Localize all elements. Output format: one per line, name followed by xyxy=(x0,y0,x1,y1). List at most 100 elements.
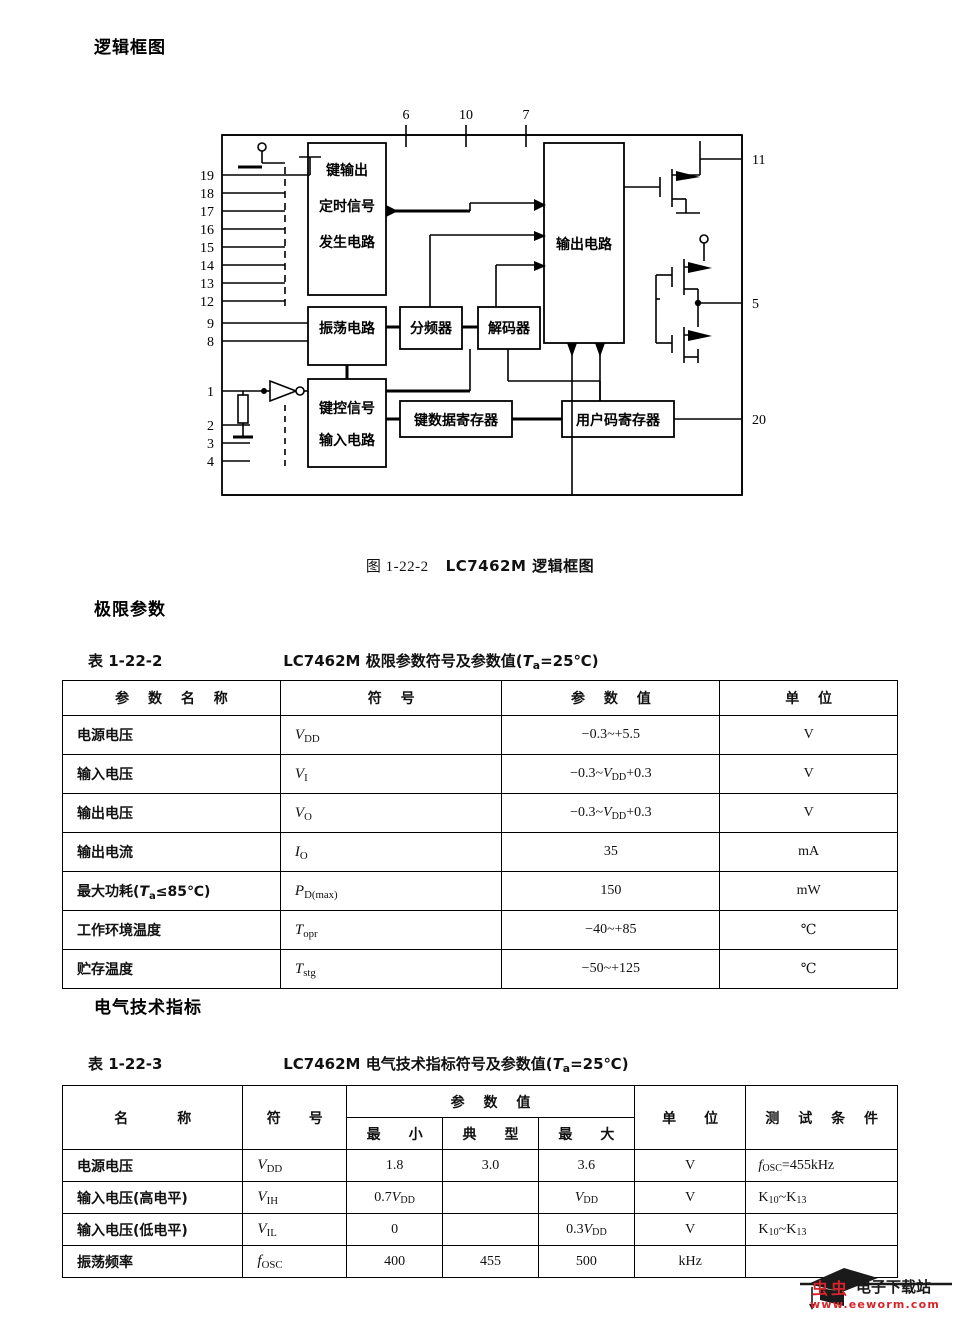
table-row: 电源电压 VDD 1.8 3.0 3.6 V fOSC=455kHz xyxy=(61,1149,898,1182)
column-header-name: 参 数 名 称 xyxy=(62,680,281,716)
watermark-bugs-text: 虫虫 xyxy=(812,1279,851,1298)
cell-name: 输出电流 xyxy=(62,832,281,872)
cell-unit: mW xyxy=(719,871,898,911)
cell-unit: V xyxy=(633,1213,747,1246)
cell-value: −50~+125 xyxy=(501,949,721,989)
pin-number-13: 13 xyxy=(200,277,214,292)
cell-symbol: VIL xyxy=(242,1213,348,1246)
pin-number-4: 4 xyxy=(207,455,214,470)
cell-symbol: VIH xyxy=(242,1181,348,1214)
table-row: 输入电压 VI −0.3~VDD+0.3 V xyxy=(62,754,898,794)
cell-max: VDD xyxy=(537,1181,635,1214)
cell-unit: mA xyxy=(719,832,898,872)
table-electrical-spec: 名 称 符 号 参 数 值 单 位 测 试 条 件 最 小 典 型 最 大 电源… xyxy=(61,1085,898,1278)
block-label-oscillator: 振荡电路 xyxy=(319,320,376,337)
column-header-condition: 测 试 条 件 xyxy=(745,1085,898,1150)
pin-number-9: 9 xyxy=(207,317,214,332)
column-header-unit: 单 位 xyxy=(633,1085,747,1150)
section-heading-logic-diagram: 逻辑框图 xyxy=(94,38,166,58)
figure-caption-title: LC7462M 逻辑框图 xyxy=(445,557,595,575)
cell-condition xyxy=(745,1245,898,1278)
block-label-timing-signal: 定时信号 xyxy=(319,198,375,215)
block-label-divider: 分频器 xyxy=(410,320,453,337)
block-label-key-control-signal: 键控信号 xyxy=(318,400,375,417)
section-heading-electrical-spec: 电气技术指标 xyxy=(94,998,202,1018)
column-header-value: 参 数 值 xyxy=(501,680,721,716)
cell-unit: V xyxy=(719,715,898,755)
cell-symbol: fOSC xyxy=(242,1245,348,1278)
table-row: 输入电压(低电平) VIL 0 0.3VDD V K10~K13 xyxy=(61,1213,898,1246)
cell-unit: V xyxy=(719,754,898,794)
table-row: 振荡频率 fOSC 400 455 500 kHz xyxy=(61,1245,898,1278)
cell-name: 最大功耗(Ta≤85℃) xyxy=(62,871,281,911)
cell-symbol: VDD xyxy=(279,715,503,755)
cell-value: 35 xyxy=(501,832,721,872)
watermark-url-text: www.eeworm.com xyxy=(810,1298,941,1311)
table-caption-number-limits: 表 1-22-2 xyxy=(88,652,163,670)
cell-value: −0.3~+5.5 xyxy=(501,715,721,755)
table-row: 输出电压 VO −0.3~VDD+0.3 V xyxy=(62,793,898,833)
cell-value: −0.3~VDD+0.3 xyxy=(501,793,721,833)
cell-typ: 3.0 xyxy=(442,1149,539,1182)
cell-condition: K10~K13 xyxy=(745,1213,898,1246)
cell-symbol: VDD xyxy=(242,1149,348,1182)
pin-number-8: 8 xyxy=(207,335,214,350)
pin-number-3: 3 xyxy=(207,437,214,452)
pin-number-20: 20 xyxy=(752,413,766,428)
cell-name: 输出电压 xyxy=(62,793,281,833)
cell-max: 3.6 xyxy=(537,1149,635,1182)
cell-min: 0.7VDD xyxy=(346,1181,444,1214)
cell-symbol: Topr xyxy=(279,910,503,950)
pin-number-6: 6 xyxy=(403,108,410,123)
block-label-decoder: 解码器 xyxy=(488,320,531,337)
cell-min: 400 xyxy=(346,1245,444,1278)
table-caption-title-limits: LC7462M 极限参数符号及参数值(Ta=25℃) xyxy=(283,652,599,673)
table-row: 最大功耗(Ta≤85℃) PD(max) 150 mW xyxy=(62,871,898,911)
pin-number-12: 12 xyxy=(200,295,214,310)
watermark-logo: 虫虫 电子下载站 www.eeworm.com xyxy=(800,1262,952,1318)
column-header-name: 名 称 xyxy=(61,1085,244,1150)
table-row: 输出电流 IO 35 mA xyxy=(62,832,898,872)
cell-unit: V xyxy=(633,1149,747,1182)
table-row: 工作环境温度 Topr −40~+85 ℃ xyxy=(62,910,898,950)
cell-value: −40~+85 xyxy=(501,910,721,950)
pin-number-19: 19 xyxy=(200,169,214,184)
logic-block-diagram: 键输出 定时信号 发生电路 振荡电路 分频器 解码器 输出电路 键控信号 输入电… xyxy=(0,95,960,525)
column-header-typ: 典 型 xyxy=(442,1117,539,1150)
column-header-min: 最 小 xyxy=(346,1117,444,1150)
pin-number-11: 11 xyxy=(752,153,765,168)
pin-number-5: 5 xyxy=(752,297,759,312)
column-header-symbol: 符 号 xyxy=(242,1085,348,1150)
pin-number-14: 14 xyxy=(200,259,214,274)
cell-symbol: VO xyxy=(279,793,503,833)
cell-symbol: Tstg xyxy=(279,949,503,989)
cell-name: 贮存温度 xyxy=(62,949,281,989)
cell-typ: 455 xyxy=(442,1245,539,1278)
cell-max: 500 xyxy=(537,1245,635,1278)
cell-unit: kHz xyxy=(633,1245,747,1278)
table-caption-title-electrical: LC7462M 电气技术指标符号及参数值(Ta=25℃) xyxy=(283,1055,629,1076)
cell-symbol: IO xyxy=(279,832,503,872)
cell-min: 0 xyxy=(346,1213,444,1246)
pin-number-17: 17 xyxy=(200,205,214,220)
cell-typ xyxy=(442,1213,539,1246)
table-row: 电源电压 VDD −0.3~+5.5 V xyxy=(62,715,898,755)
pin-number-10: 10 xyxy=(459,108,473,123)
pin-number-15: 15 xyxy=(200,241,214,256)
table-row: 贮存温度 Tstg −50~+125 ℃ xyxy=(62,949,898,989)
block-label-user-code-register: 用户码寄存器 xyxy=(576,412,661,429)
cell-value: −0.3~VDD+0.3 xyxy=(501,754,721,794)
cell-name: 电源电压 xyxy=(62,715,281,755)
cell-unit: ℃ xyxy=(719,949,898,989)
column-header-unit: 单 位 xyxy=(719,680,898,716)
cell-min: 1.8 xyxy=(346,1149,444,1182)
table-limit-parameters: 参 数 名 称 符 号 参 数 值 单 位 电源电压 VDD −0.3~+5.5… xyxy=(62,680,898,989)
cell-name: 输入电压(低电平) xyxy=(61,1213,244,1246)
graduation-cap-icon xyxy=(800,1268,952,1310)
table-caption-electrical: 表 1-22-3 LC7462M 电气技术指标符号及参数值(Ta=25℃) xyxy=(88,1053,629,1076)
block-label-key-output: 键输出 xyxy=(325,162,368,179)
cell-typ xyxy=(442,1181,539,1214)
cell-unit: V xyxy=(719,793,898,833)
cell-symbol: PD(max) xyxy=(279,871,503,911)
